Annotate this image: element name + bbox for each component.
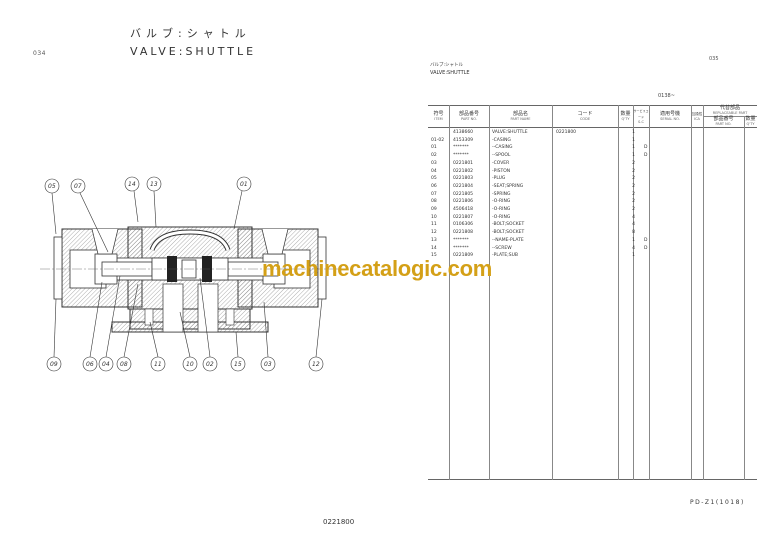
left-page-number: 034 [33,50,46,57]
page-title: VALVE:SHUTTLE [130,45,257,58]
callout-label-14: 14 [128,181,136,188]
page-title-japanese: バルブ:シャトル [130,27,251,40]
callout-label-12: 12 [312,361,320,368]
callout-label-07: 07 [74,183,82,190]
watermark-text: machinecatalogic.com [262,256,492,281]
callout-label-01: 01 [240,181,248,188]
callout-label-06: 06 [86,361,94,368]
callout-label-13: 13 [150,181,158,188]
callout-label-04: 04 [102,361,110,368]
callout-label-08: 08 [120,361,128,368]
callout-label-05: 05 [48,183,56,190]
right-page-number: 035 [709,56,719,62]
right-footer-doc-code: PD-Z1(1018) [690,499,745,506]
callout-label-02: 02 [206,361,214,368]
callout-label-09: 09 [50,361,58,368]
right-header-title: VALVE:SHUTTLE [430,70,470,76]
callout-label-03: 03 [264,361,272,368]
right-header-japanese: バルブ:シャトル [430,63,464,68]
callout-label-15: 15 [234,361,242,368]
serial-range: 0138~ [658,93,675,99]
callout-label-11: 11 [154,361,162,368]
left-footer-code: 0221800 [323,518,355,526]
shuttle-valve-cross-section-diagram [40,172,340,377]
callout-label-10: 10 [186,361,194,368]
